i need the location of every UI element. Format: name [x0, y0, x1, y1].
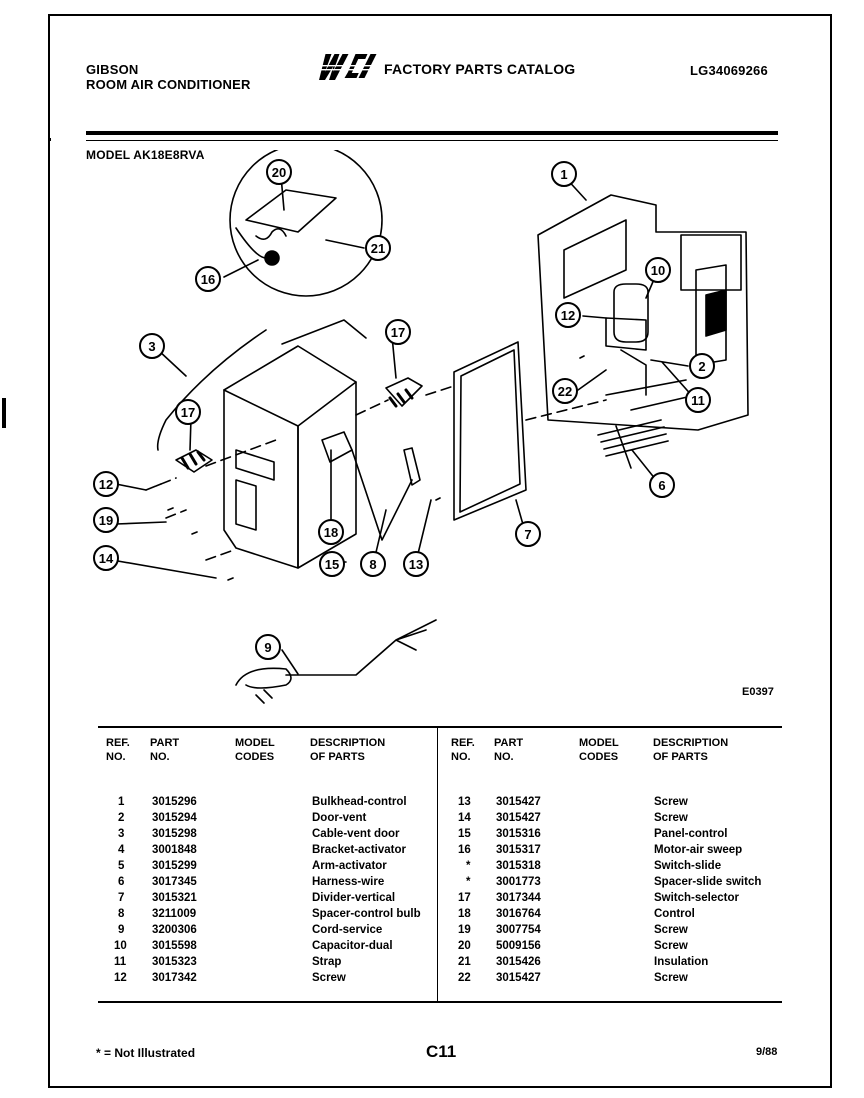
col-header-model-codes-right: MODEL CODES [579, 737, 619, 763]
svg-text:7: 7 [524, 527, 531, 542]
callout-18: 18 [318, 519, 344, 545]
cable-vent-door [156, 329, 267, 451]
col-header-ref-no-right: REF. NO. [451, 737, 475, 763]
col-header-model-codes: MODEL CODES [235, 737, 275, 763]
wci-logo [316, 54, 380, 80]
date-code: 9/88 [756, 1046, 778, 1058]
svg-text:20: 20 [272, 165, 286, 180]
svg-text:17: 17 [391, 325, 405, 340]
control [321, 431, 353, 463]
bulkhead-control [537, 194, 749, 431]
callout-17: 17 [175, 399, 201, 425]
svg-text:17: 17 [181, 405, 195, 420]
svg-text:1: 1 [560, 167, 567, 182]
callout-20: 20 [266, 159, 292, 185]
header-rule-thin [86, 140, 778, 141]
callout-3: 3 [139, 333, 165, 359]
callout-16: 16 [195, 266, 221, 292]
callout-19: 19 [93, 507, 119, 533]
switch-selector [385, 377, 423, 407]
svg-text:3: 3 [148, 339, 155, 354]
callout-21: 21 [365, 235, 391, 261]
model-label: MODEL AK18E8RVA [86, 148, 205, 162]
svg-text:15: 15 [325, 557, 339, 572]
callout-12: 12 [93, 471, 119, 497]
svg-text:10: 10 [651, 263, 665, 278]
document-number: LG34069266 [690, 63, 768, 78]
svg-text:9: 9 [264, 640, 271, 655]
col-header-part-no: PART NO. [150, 737, 180, 763]
svg-text:18: 18 [324, 525, 338, 540]
svg-text:11: 11 [691, 393, 705, 408]
callout-12: 12 [555, 302, 581, 328]
svg-text:12: 12 [561, 308, 575, 323]
catalog-title: FACTORY PARTS CATALOG [384, 61, 576, 77]
callout-group: 20 21 16 1 10 12 2 22 11 3 17 17 12 19 1… [93, 159, 715, 660]
col-header-ref-no: REF. NO. [106, 737, 130, 763]
callout-6: 6 [649, 472, 675, 498]
table-divider [437, 726, 438, 1003]
svg-text:13: 13 [409, 557, 423, 572]
svg-text:8: 8 [369, 557, 376, 572]
table-rule-top [98, 726, 782, 728]
scan-mark [48, 138, 51, 141]
col-header-part-no-right: PART NO. [494, 737, 524, 763]
divider-vertical [453, 341, 527, 521]
callout-2: 2 [689, 353, 715, 379]
scan-mark [2, 398, 6, 428]
product-name: ROOM AIR CONDITIONER [86, 77, 251, 92]
callout-22: 22 [552, 378, 578, 404]
svg-text:21: 21 [371, 241, 385, 256]
header-rule [86, 131, 778, 135]
svg-text:14: 14 [99, 551, 114, 566]
callout-7: 7 [515, 521, 541, 547]
brand-name: GIBSON [86, 62, 139, 77]
page-border [48, 14, 832, 1088]
col-header-description: DESCRIPTION OF PARTS [310, 737, 386, 763]
cord-service [235, 619, 437, 689]
callout-11: 11 [685, 387, 711, 413]
table-rule-bottom [98, 1001, 782, 1003]
callout-13: 13 [403, 551, 429, 577]
callout-15: 15 [319, 551, 345, 577]
callout-8: 8 [360, 551, 386, 577]
svg-text:12: 12 [99, 477, 113, 492]
header-left: GIBSON ROOM AIR CONDITIONER [86, 62, 251, 92]
svg-text:19: 19 [99, 513, 113, 528]
exploded-parts-diagram: 20 21 16 1 10 12 2 22 11 3 17 17 12 19 1… [93, 150, 749, 704]
harness-wire [597, 419, 669, 469]
diagram-code: E0397 [742, 686, 774, 698]
col-header-description-right: DESCRIPTION OF PARTS [653, 737, 729, 763]
insulation-pad [245, 189, 337, 233]
svg-text:6: 6 [658, 478, 665, 493]
callout-1: 1 [551, 161, 577, 187]
capacitor-dual [613, 283, 649, 343]
detail-circle [229, 150, 383, 297]
svg-text:22: 22 [558, 384, 572, 399]
svg-text:16: 16 [201, 272, 215, 287]
callout-10: 10 [645, 257, 671, 283]
parts-table: REF. NO. PART NO. MODEL CODES DESCRIPTIO… [98, 726, 782, 1004]
callout-14: 14 [93, 545, 119, 571]
air-sweep-motor [255, 228, 287, 240]
callout-17: 17 [385, 319, 411, 345]
svg-text:2: 2 [698, 359, 705, 374]
callout-9: 9 [255, 634, 281, 660]
footnote-not-illustrated: * = Not Illustrated [96, 1046, 196, 1060]
page-code: C11 [426, 1042, 457, 1061]
